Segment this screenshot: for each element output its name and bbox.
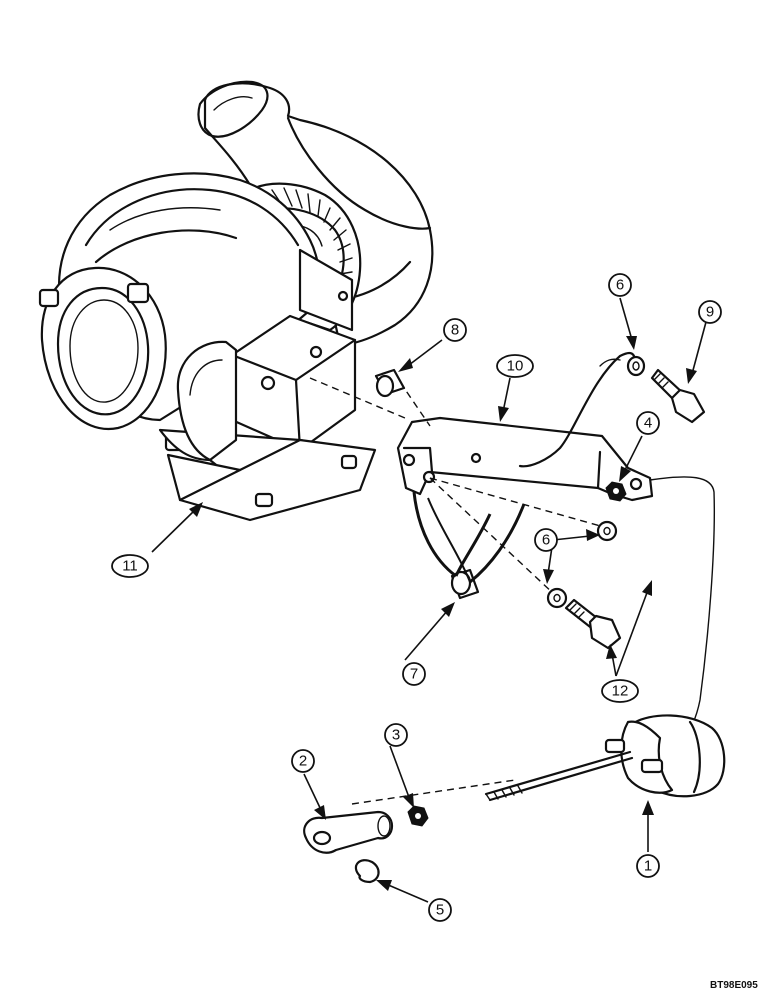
- callout-label-3: 3: [392, 727, 400, 744]
- wastegate-actuator-1: [484, 714, 726, 802]
- callout-label-8: 8: [451, 322, 459, 339]
- callout-leaders: [151, 297, 707, 903]
- heat-shield-straps: [412, 491, 526, 584]
- callout-8: 8: [443, 318, 467, 342]
- callout-label-12: 12: [612, 683, 629, 700]
- bolt-9: [650, 368, 706, 424]
- callout-label-9: 9: [706, 304, 714, 321]
- callout-label-7: 7: [410, 666, 418, 683]
- callout-2: 2: [291, 749, 315, 773]
- callout-12: 12: [601, 679, 639, 703]
- washer-6-middle: [596, 520, 618, 542]
- callout-6-upper: 6: [608, 273, 632, 297]
- assembly-lines: [309, 358, 715, 805]
- callout-label-4: 4: [644, 415, 652, 432]
- turbocharger-assembly: [38, 80, 434, 522]
- callout-label-10: 10: [507, 358, 524, 375]
- callout-label-6-upper: 6: [616, 277, 624, 294]
- callout-11: 11: [111, 554, 149, 578]
- washer-6-lower: [546, 587, 568, 609]
- callout-9: 9: [698, 300, 722, 324]
- callout-label-11: 11: [122, 558, 138, 575]
- callout-3: 3: [384, 723, 408, 747]
- figure-id: BT98E095: [710, 980, 758, 991]
- callout-5: 5: [428, 898, 452, 922]
- callout-label-2: 2: [299, 753, 307, 770]
- retaining-clip-5: [354, 859, 380, 884]
- callout-label-1: 1: [644, 858, 652, 875]
- callout-10: 10: [496, 354, 534, 378]
- spacer-7: [450, 568, 480, 600]
- bolt-12: [564, 598, 622, 650]
- nut-4: [605, 481, 627, 502]
- washer-6-upper: [626, 355, 646, 377]
- callout-4: 4: [636, 411, 660, 435]
- rod-end-2: [303, 810, 394, 854]
- callout-label-5: 5: [436, 902, 444, 919]
- callout-1: 1: [636, 854, 660, 878]
- nut-3: [407, 805, 429, 827]
- callout-7: 7: [402, 662, 426, 686]
- callout-label-6-lower: 6: [542, 532, 550, 549]
- callout-6-lower: 6: [534, 528, 558, 552]
- spacer-8: [374, 368, 406, 398]
